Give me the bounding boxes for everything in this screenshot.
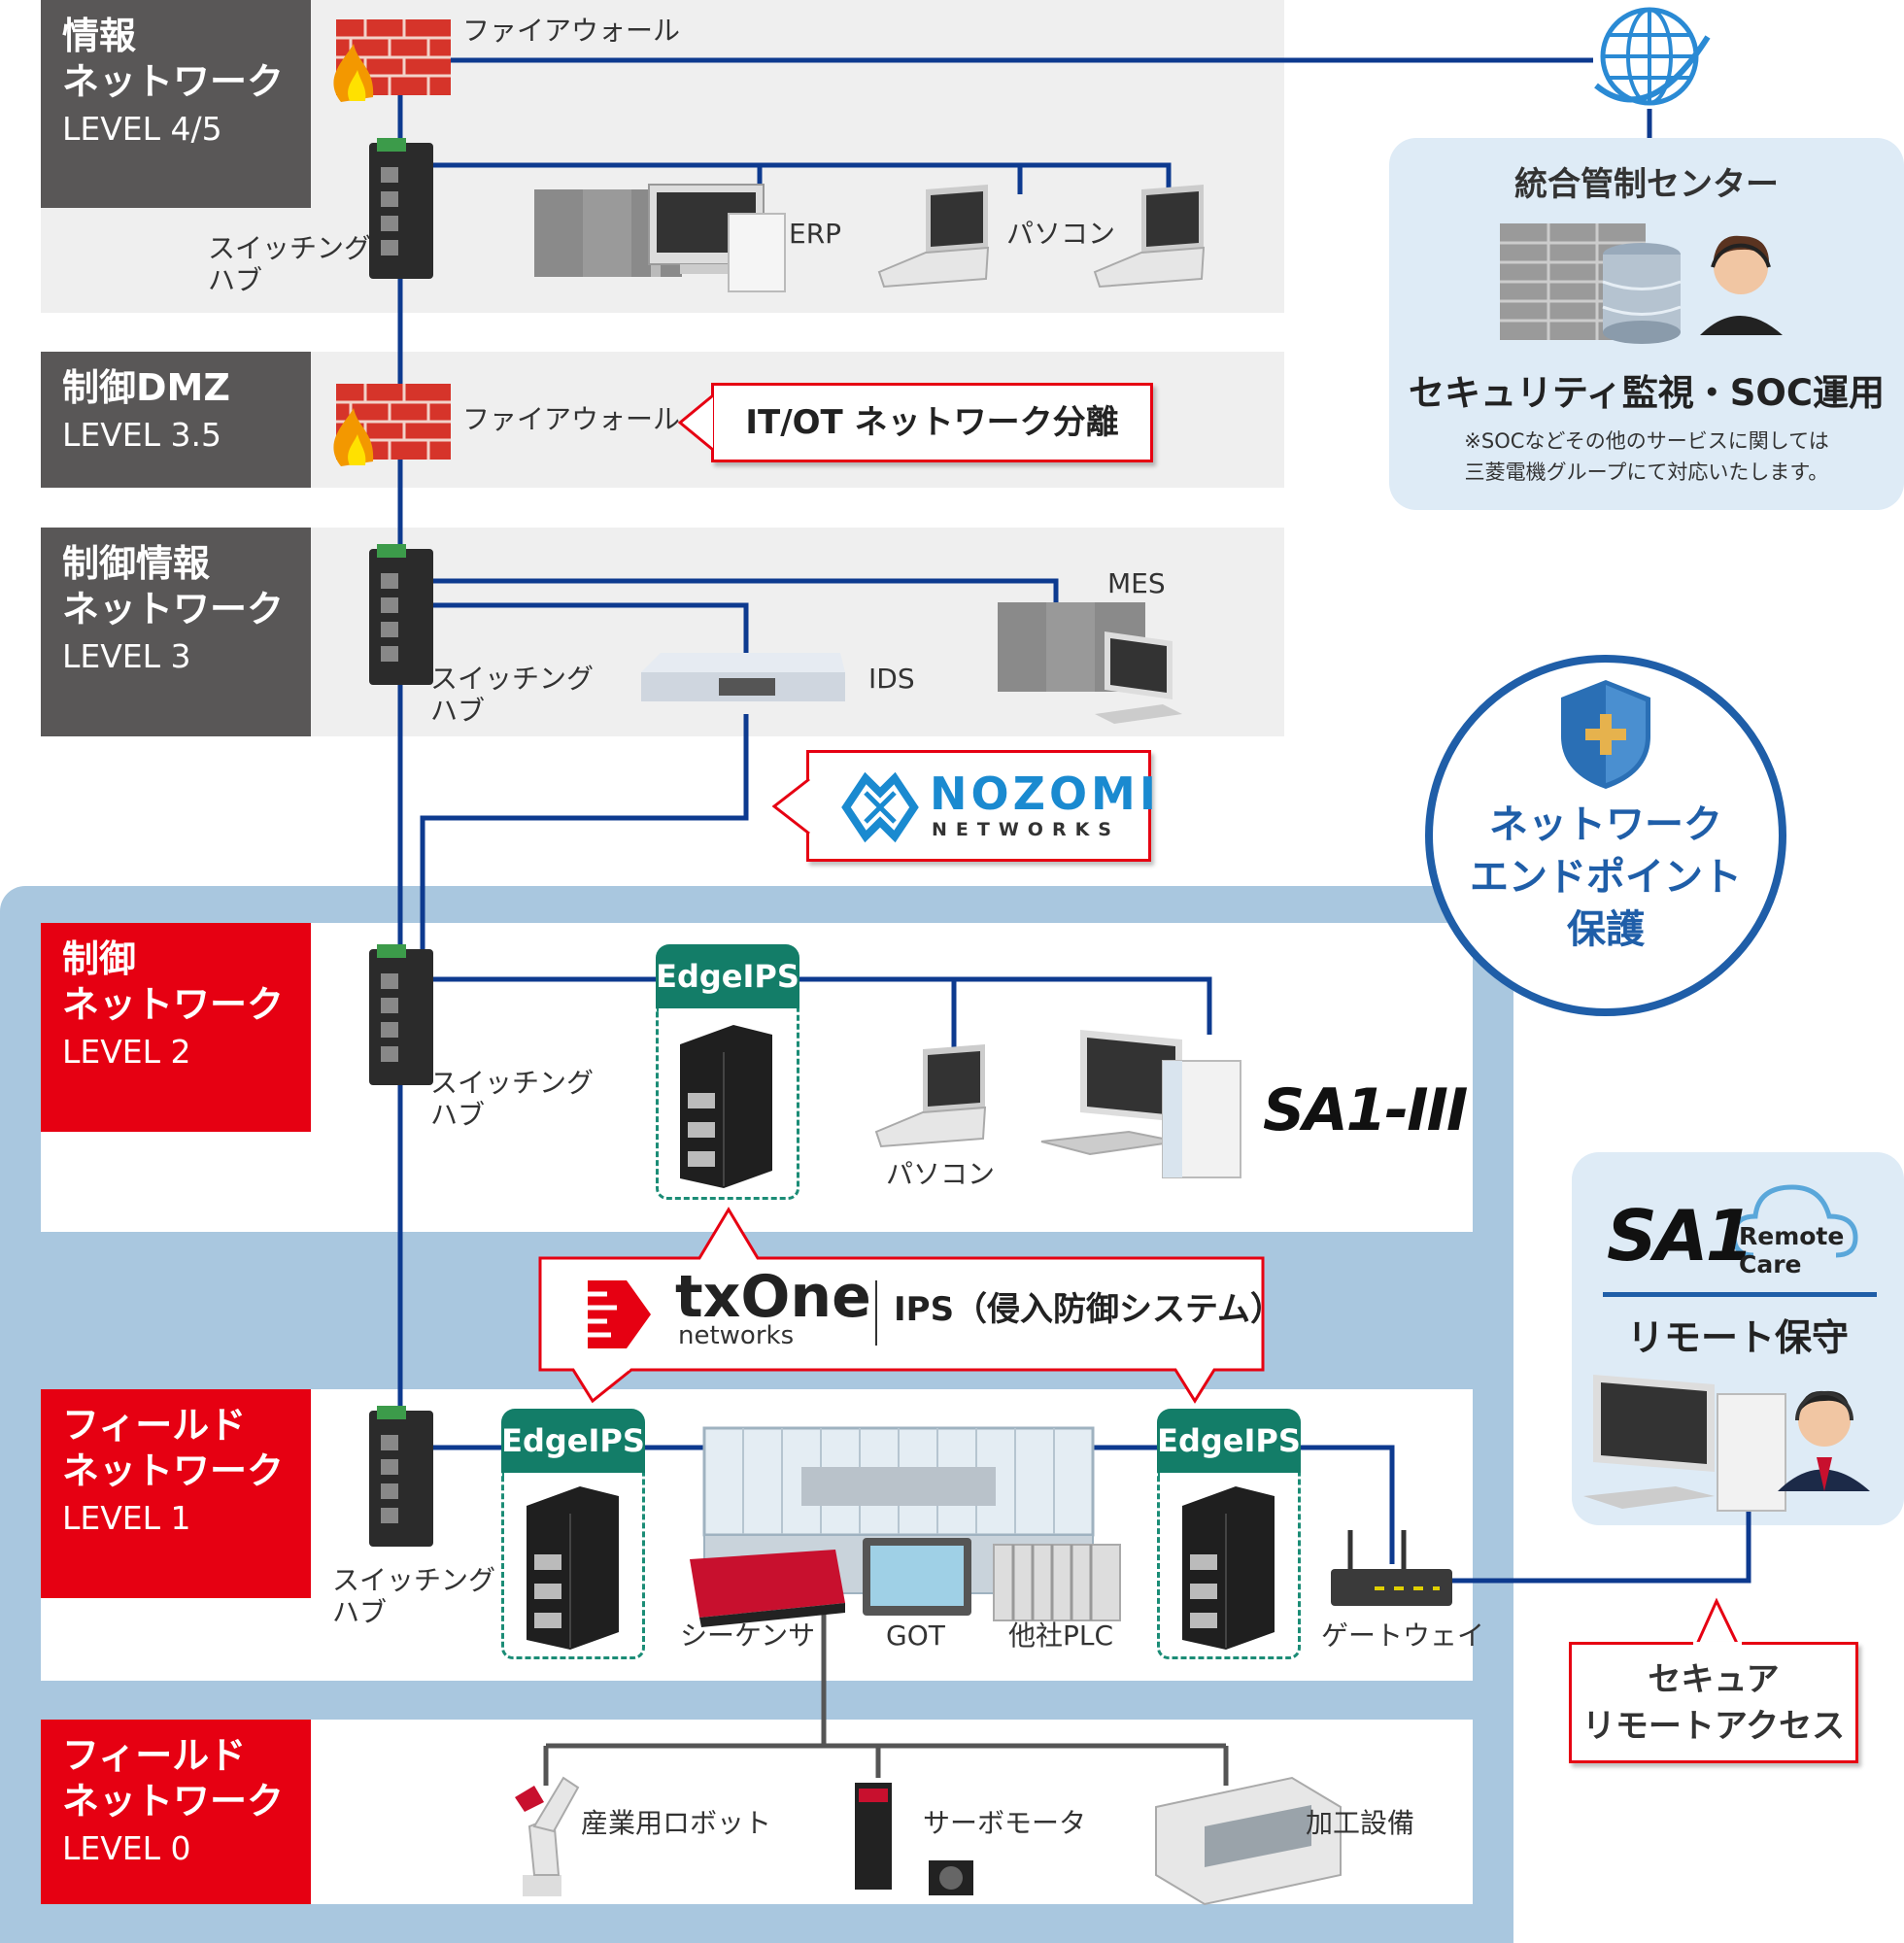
pc-label: パソコン — [1006, 218, 1116, 250]
mes-server-icon — [998, 602, 1182, 724]
pc-label: パソコン — [886, 1158, 996, 1190]
secure-remote-callout: セキュア リモートアクセス — [1569, 1642, 1858, 1763]
erp-server-icon — [534, 184, 786, 292]
callout-pointer — [678, 393, 714, 452]
secure-remote-text: セキュア リモートアクセス — [1581, 1660, 1846, 1746]
it-ot-callout: IT/OT ネットワーク分離 — [711, 383, 1153, 462]
switching-hub-label: スイッチング ハブ — [430, 663, 595, 727]
switching-hub-label: スイッチング ハブ — [208, 232, 372, 296]
protection-text: ネットワーク エンドポイント 保護 — [1470, 802, 1742, 952]
laptop-icon — [1093, 185, 1206, 289]
operator-icon — [1700, 235, 1783, 335]
edgeips-badge: EdgeIPS — [656, 944, 799, 1008]
switching-hub-icon — [369, 1406, 433, 1547]
sequencer-icon — [690, 1550, 845, 1627]
soc-headline: セキュリティ監視・SOC運用 — [1408, 372, 1886, 414]
level-title: フィールド ネットワーク — [62, 1734, 285, 1823]
level-number: LEVEL 4/5 — [62, 110, 222, 148]
level-number: LEVEL 3 — [62, 637, 191, 675]
nozomi-logo-icon — [841, 771, 919, 843]
globe-icon — [1594, 7, 1711, 106]
soc-note: ※SOCなどその他のサービスに関しては 三菱電機グループにて対応いたします。 — [1464, 429, 1829, 484]
level-label-dmz: 制御DMZ LEVEL 3.5 — [41, 352, 311, 488]
firewall-label: ファイアウォール — [462, 403, 681, 435]
ids-label: IDS — [868, 663, 915, 695]
txone-sub: networks — [678, 1321, 795, 1350]
got-panel-icon — [863, 1538, 971, 1616]
firewall-icon — [333, 19, 451, 102]
switching-hub-icon — [369, 138, 433, 279]
level-title: 制御 ネットワーク — [62, 937, 285, 1026]
remote-logo-sub: Remote Care — [1739, 1222, 1845, 1278]
erp-label: ERP — [789, 218, 842, 250]
desktop-pc-icon — [1040, 1030, 1241, 1178]
remote-title: リモート保守 — [1626, 1316, 1849, 1359]
switching-hub-icon — [369, 944, 433, 1085]
field-bus-lines — [543, 1608, 1229, 1786]
txone-name: txOne — [675, 1263, 871, 1331]
machining-equipment-icon — [1155, 1776, 1342, 1906]
level-label-3: 制御情報 ネットワーク LEVEL 3 — [41, 528, 311, 736]
ids-appliance-icon — [641, 653, 845, 701]
protection-circle — [1425, 655, 1786, 1016]
level-number: LEVEL 2 — [62, 1033, 191, 1071]
callout-pointer — [772, 777, 810, 835]
robot-label: 産業用ロボット — [581, 1807, 772, 1839]
level-label-1: フィールド ネットワーク LEVEL 1 — [41, 1389, 311, 1598]
firewall-label: ファイアウォール — [462, 15, 681, 47]
edgeips-badge: EdgeIPS — [501, 1409, 645, 1473]
shield-icon — [1561, 680, 1650, 789]
mes-label: MES — [1107, 567, 1166, 599]
remote-logo: SA1 — [1607, 1195, 1754, 1277]
switching-hub-label: スイッチング ハブ — [332, 1564, 496, 1628]
gateway-label: ゲートウェイ — [1321, 1619, 1485, 1652]
firewall-icon — [333, 384, 451, 466]
servo-label: サーボモータ — [923, 1807, 1087, 1839]
database-icon — [1602, 243, 1682, 344]
level-label-2: 制御 ネットワーク LEVEL 2 — [41, 923, 311, 1132]
edgeips-badge: EdgeIPS — [1157, 1409, 1301, 1473]
soc-title: 統合管制センター — [1514, 165, 1779, 204]
switching-hub-label: スイッチング ハブ — [430, 1067, 595, 1131]
sa3-logo: SA1-III — [1263, 1076, 1468, 1144]
switching-hub-icon — [369, 544, 433, 685]
nozomi-callout: NOZOMI NETWORKS — [806, 750, 1156, 862]
nozomi-sub: NETWORKS — [932, 819, 1120, 840]
ips-text: IPS（侵入防御システム） — [894, 1290, 1284, 1329]
txone-logo-icon — [568, 1280, 651, 1348]
support-operator-icon — [1778, 1390, 1870, 1491]
laptop-icon — [877, 185, 990, 289]
level-title: 情報 ネットワーク — [62, 15, 285, 103]
level-number: LEVEL 1 — [62, 1499, 191, 1537]
gateway-router-icon — [1331, 1530, 1452, 1606]
plc-icon — [993, 1544, 1121, 1621]
level-title: 制御DMZ — [62, 366, 230, 409]
servo-motor-icon — [855, 1783, 973, 1895]
remote-pc-icon — [1583, 1375, 1786, 1512]
level-number: LEVEL 0 — [62, 1829, 191, 1867]
nozomi-name: NOZOMI — [930, 767, 1160, 820]
other-plc-label: 他社PLC — [1008, 1619, 1114, 1652]
sequencer-label: シーケンサ — [680, 1619, 816, 1652]
level-title: 制御情報 ネットワーク — [62, 542, 285, 631]
cloud-icon — [1731, 1184, 1858, 1258]
level-label-45: 情報 ネットワーク LEVEL 4/5 — [41, 0, 311, 208]
got-label: GOT — [886, 1619, 945, 1652]
level-number: LEVEL 3.5 — [62, 416, 222, 454]
laptop-icon — [874, 1044, 987, 1148]
level-label-0: フィールド ネットワーク LEVEL 0 — [41, 1720, 311, 1904]
it-ot-text: IT/OT ネットワーク分離 — [745, 403, 1119, 442]
remote-underline — [1603, 1292, 1877, 1297]
callout-pointer-cover — [1693, 1642, 1742, 1648]
level-title: フィールド ネットワーク — [62, 1404, 285, 1492]
industrial-robot-icon — [515, 1776, 580, 1896]
machine-label: 加工設備 — [1306, 1807, 1415, 1839]
